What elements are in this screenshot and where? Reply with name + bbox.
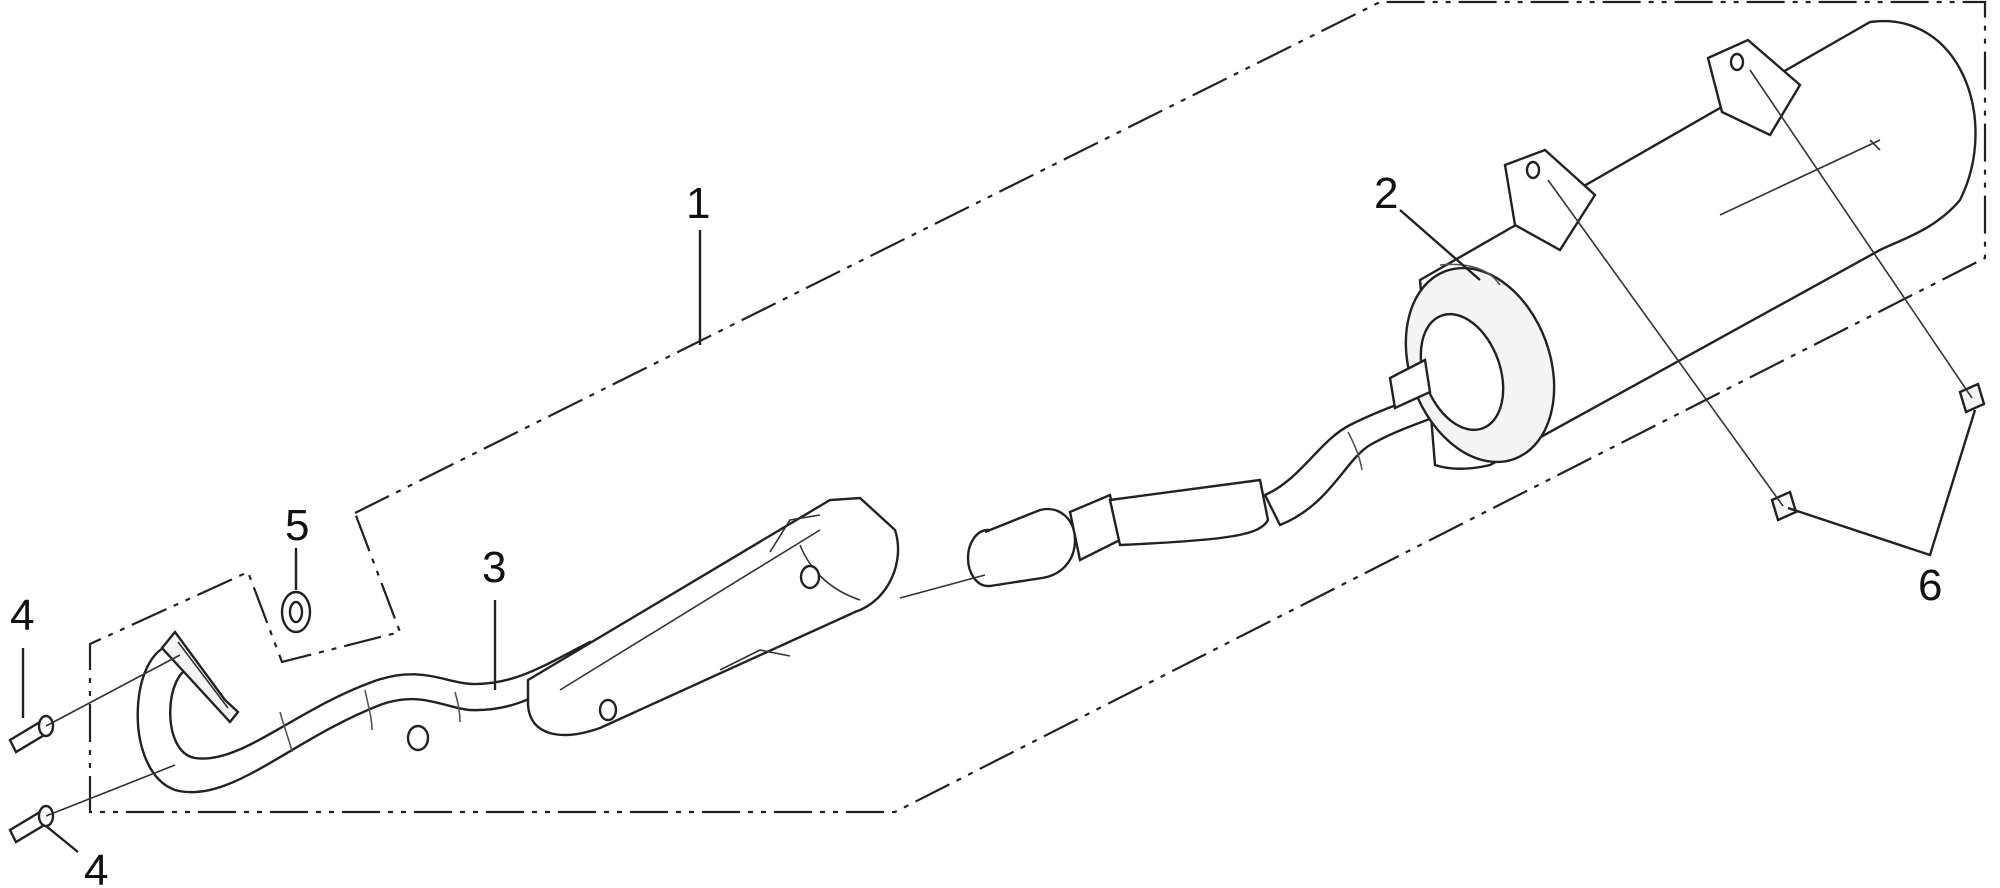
callout-3: 3	[482, 543, 506, 592]
mid-pipe	[899, 383, 1460, 599]
heat-shield	[526, 496, 900, 737]
muffler	[1388, 19, 1977, 470]
assembly-boundary	[88, 0, 1987, 814]
header-pipe	[136, 630, 602, 794]
callout-1: 1	[686, 179, 710, 228]
callout-2: 2	[1374, 169, 1398, 218]
callout-4-lower: 4	[84, 846, 108, 888]
assembly-lines	[45, 69, 1973, 817]
gasket	[280, 590, 312, 634]
bolt-lower	[8, 804, 55, 844]
leader-lines	[21, 209, 1977, 853]
callout-5: 5	[285, 501, 309, 550]
callouts: 1 2 3 4 4 5 6	[10, 169, 1942, 888]
bolt-upper	[8, 714, 55, 754]
callout-6: 6	[1918, 561, 1942, 610]
callout-4-upper: 4	[10, 591, 34, 640]
